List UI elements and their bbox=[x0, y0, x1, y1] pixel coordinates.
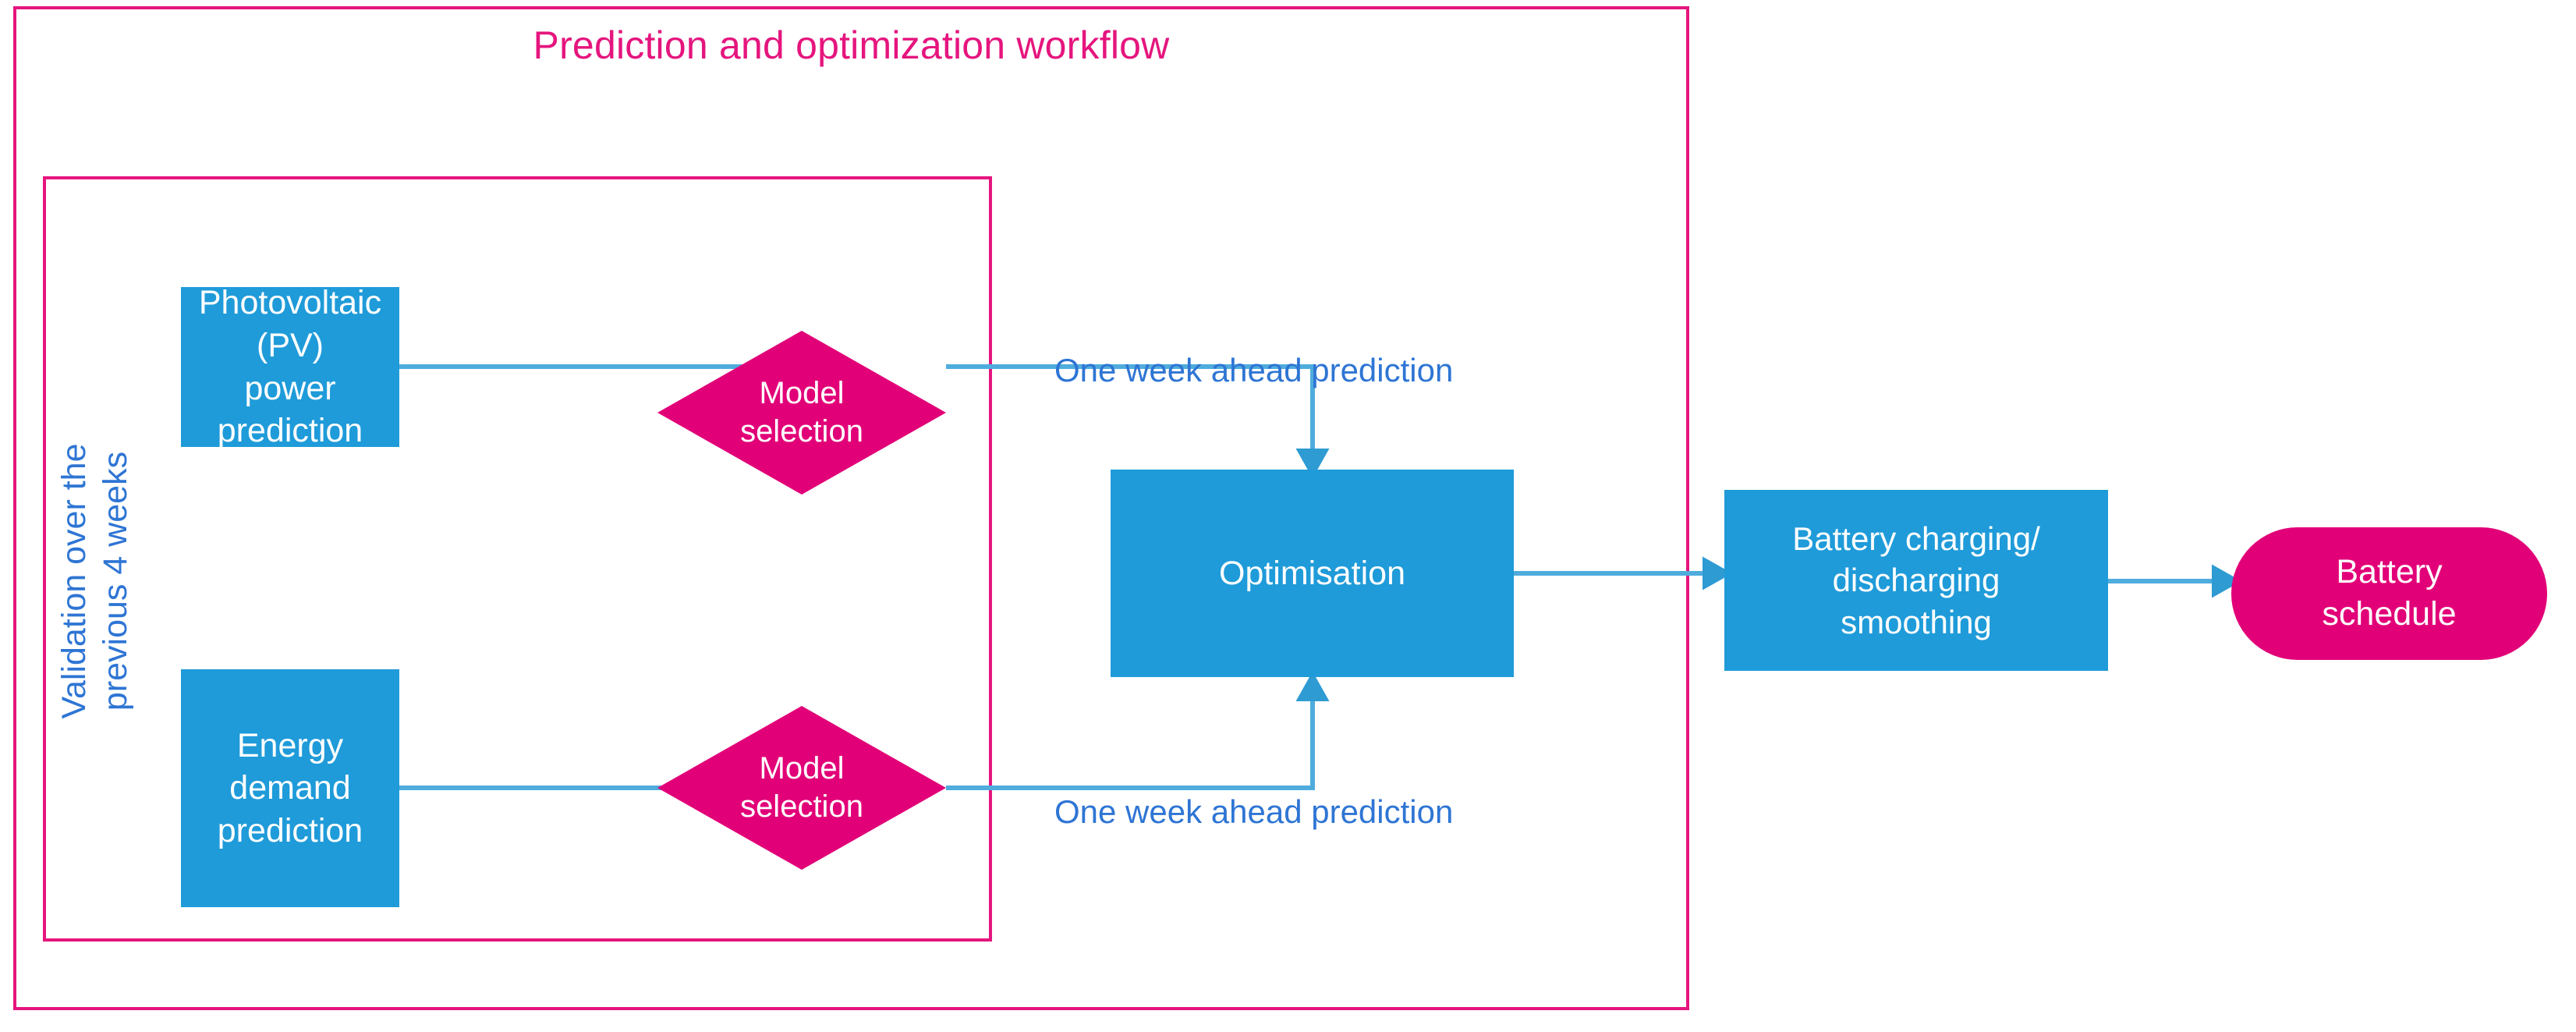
node-model-selection-demand-line2: selection bbox=[740, 789, 863, 824]
node-model-selection-demand-label: Model selection bbox=[657, 706, 946, 870]
node-battery-smoothing-line2: discharging bbox=[1832, 562, 2000, 599]
node-battery-smoothing[interactable]: Battery charging/ discharging smoothing bbox=[1724, 490, 2108, 671]
node-energy-demand-prediction-line1: Energy demand bbox=[229, 726, 351, 807]
node-model-selection-pv-line2: selection bbox=[740, 414, 863, 449]
node-model-selection-demand-line1: Model bbox=[759, 751, 845, 786]
validation-period-label: Validation over the previous 4 weeks bbox=[52, 339, 138, 823]
validation-group-frame bbox=[43, 176, 992, 942]
validation-period-label-line1: Validation over the bbox=[55, 443, 93, 719]
node-battery-smoothing-line3: smoothing bbox=[1841, 603, 1992, 640]
page-title: Prediction and optimization workflow bbox=[533, 23, 1170, 67]
node-model-selection-pv[interactable]: Model selection bbox=[657, 331, 946, 495]
node-optimisation[interactable]: Optimisation bbox=[1111, 470, 1514, 677]
edge-label-one-week-ahead-top: One week ahead prediction bbox=[1054, 352, 1454, 388]
node-model-selection-pv-line1: Model bbox=[759, 376, 845, 411]
node-energy-demand-prediction-line2: prediction bbox=[217, 811, 363, 849]
node-battery-schedule[interactable]: Battery schedule bbox=[2231, 527, 2547, 660]
node-pv-power-prediction[interactable]: Photovoltaic (PV) power prediction bbox=[181, 284, 399, 449]
node-pv-power-prediction-line2: power prediction bbox=[217, 369, 363, 450]
node-model-selection-demand[interactable]: Model selection bbox=[657, 706, 946, 870]
edge-label-one-week-ahead-bottom: One week ahead prediction bbox=[1054, 793, 1454, 830]
node-model-selection-pv-label: Model selection bbox=[657, 331, 946, 495]
node-pv-power-prediction-line1: Photovoltaic (PV) bbox=[198, 284, 382, 364]
node-battery-schedule-line2: schedule bbox=[2322, 595, 2457, 633]
node-optimisation-label: Optimisation bbox=[1219, 554, 1405, 592]
node-battery-schedule-line1: Battery bbox=[2336, 553, 2443, 591]
node-battery-smoothing-line1: Battery charging/ bbox=[1792, 520, 2040, 557]
prediction-optimization-workflow-frame bbox=[13, 6, 1689, 1010]
validation-period-label-line2: previous 4 weeks bbox=[97, 451, 134, 711]
node-energy-demand-prediction[interactable]: Energy demand prediction bbox=[181, 669, 399, 907]
